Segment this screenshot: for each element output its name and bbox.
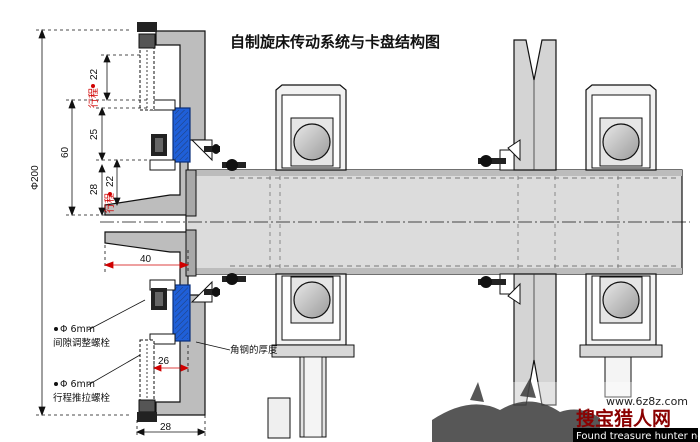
v-belt-pulley bbox=[478, 39, 557, 406]
chuck-lower-jaw bbox=[104, 229, 246, 422]
set-screw-icon bbox=[478, 155, 506, 167]
bolt2-name-label: 行程推拉螺栓 bbox=[53, 392, 111, 404]
dim-28-left: 28 bbox=[89, 183, 100, 195]
dimension-lines bbox=[36, 28, 231, 438]
bearing-ball-icon bbox=[293, 281, 331, 319]
right-bearing-housing bbox=[579, 84, 663, 398]
bearing-ball-icon bbox=[293, 123, 331, 161]
bolt-head-icon bbox=[137, 412, 157, 422]
dim-22-top: 22 bbox=[89, 68, 100, 80]
dim-26: 26 bbox=[158, 356, 170, 367]
dim-22-lower: 22 bbox=[105, 175, 116, 187]
travel-marker-top bbox=[91, 84, 95, 88]
chuck-upper-jaw bbox=[104, 22, 246, 217]
watermark-tagline: Found treasure hunter net bbox=[576, 431, 700, 442]
bolt1-name-label: 间隙调整螺栓 bbox=[53, 337, 111, 349]
main-shaft bbox=[100, 169, 690, 275]
watermark-brand: 搜宝猎人网 bbox=[576, 407, 671, 430]
watermark-url: www.6z8z.com bbox=[606, 395, 688, 408]
dim-25: 25 bbox=[89, 128, 100, 140]
set-screw-icon bbox=[478, 276, 506, 288]
bolt1-size-label: Φ 6mm bbox=[60, 324, 95, 335]
angle-thickness-label: 角钢的厚度 bbox=[230, 344, 278, 356]
bullet-icon bbox=[54, 382, 58, 386]
dim-40: 40 bbox=[140, 254, 152, 265]
bearing-ball-icon bbox=[602, 281, 640, 319]
bullet-icon bbox=[54, 327, 58, 331]
dim-60: 60 bbox=[60, 146, 71, 158]
diagram-title: 自制旋床传动系统与卡盘结构图 bbox=[230, 33, 440, 51]
watermark: www.6z8z.com 搜宝猎人网 Found treasure hunter… bbox=[432, 378, 700, 442]
travel-marker-lower bbox=[108, 192, 112, 196]
bolt-head-icon bbox=[137, 22, 157, 32]
travel-label-lower: 行程 bbox=[103, 193, 116, 213]
bolt2-size-label: Φ 6mm bbox=[60, 379, 95, 390]
left-bearing-housing bbox=[267, 84, 355, 439]
bearing-ball-icon bbox=[602, 123, 640, 161]
dim-phi200: Φ200 bbox=[30, 165, 41, 190]
travel-label-top: 行程 bbox=[87, 88, 100, 108]
hunter-silhouette-icon bbox=[432, 401, 600, 442]
dim-28-bottom: 28 bbox=[160, 422, 172, 433]
